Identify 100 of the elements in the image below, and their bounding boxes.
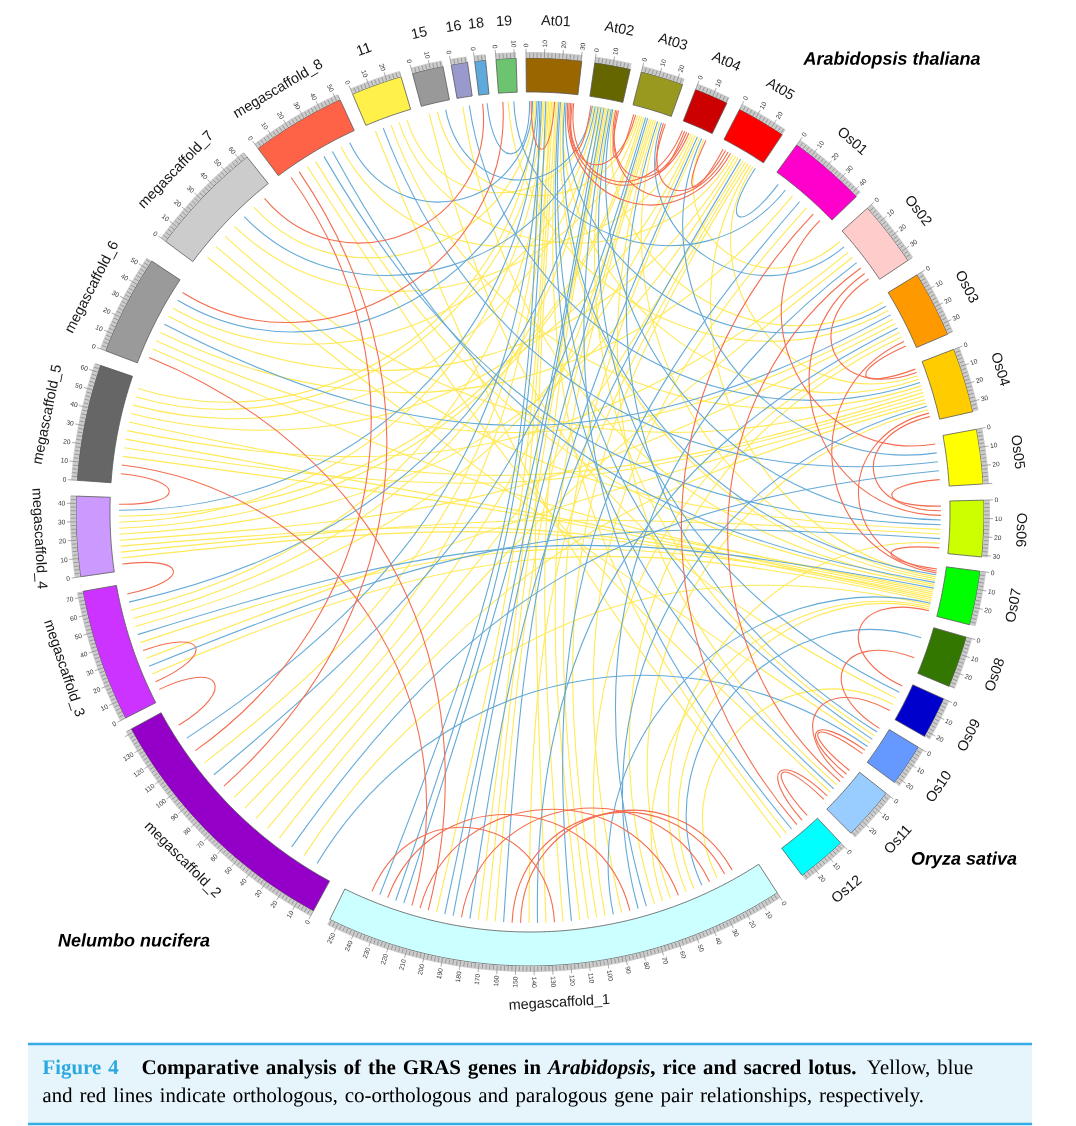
link-line — [486, 107, 607, 922]
link-line — [223, 171, 388, 787]
link-line — [316, 675, 869, 865]
link-line — [121, 561, 174, 595]
link-line — [809, 272, 942, 516]
link-line — [177, 100, 538, 333]
link-line — [428, 113, 897, 699]
link-line — [569, 102, 637, 166]
link-line — [151, 555, 932, 675]
link-line — [142, 641, 197, 683]
link-line — [865, 345, 916, 380]
link-line — [323, 155, 942, 526]
link-line — [119, 157, 739, 535]
link-line — [654, 122, 845, 277]
link-line — [452, 117, 649, 917]
link-line — [374, 130, 782, 839]
link-line — [145, 398, 926, 659]
link-line — [152, 348, 934, 593]
link-line — [701, 688, 894, 879]
link-line — [349, 100, 534, 203]
link-line — [278, 402, 927, 839]
link-line — [682, 138, 938, 456]
link-line — [890, 546, 940, 570]
link-line — [224, 235, 923, 434]
link-line — [172, 105, 598, 345]
link-line — [858, 412, 938, 572]
species-label: Oryza sativa — [911, 851, 1017, 869]
link-line — [730, 166, 919, 384]
link-line — [206, 256, 871, 744]
link-line — [398, 121, 734, 244]
link-line — [159, 195, 794, 393]
link-line — [528, 161, 747, 924]
link-line — [537, 327, 899, 924]
link-line — [194, 176, 372, 752]
link-line — [182, 101, 504, 323]
link-line — [130, 134, 694, 431]
link-line — [303, 585, 931, 856]
link-line — [655, 123, 686, 173]
link-line — [267, 256, 854, 829]
link-line — [460, 807, 711, 918]
link-line — [554, 101, 835, 790]
link-line — [567, 102, 732, 206]
link-line — [263, 103, 484, 244]
link-line — [371, 826, 556, 923]
link-line — [605, 108, 942, 521]
link-line — [667, 542, 941, 893]
link-line — [436, 111, 639, 197]
link-line — [562, 101, 920, 394]
link-line — [873, 416, 942, 512]
link-line — [132, 106, 601, 420]
link-line — [609, 109, 884, 326]
link-line — [119, 323, 896, 541]
link-line — [736, 167, 779, 218]
link-line — [612, 110, 635, 159]
link-line — [612, 109, 729, 198]
link-line — [148, 529, 941, 667]
link-line — [840, 649, 915, 729]
link-line — [607, 596, 932, 915]
link-line — [507, 101, 889, 342]
link-line — [554, 119, 655, 921]
link-line — [614, 262, 858, 907]
link-line — [444, 107, 605, 915]
link-line — [253, 100, 535, 259]
link-line — [121, 464, 428, 907]
link-line — [406, 105, 595, 194]
link-line — [562, 137, 701, 920]
link-line — [403, 106, 602, 904]
link-line — [562, 201, 801, 922]
link-line — [468, 104, 921, 401]
link-line — [419, 808, 679, 909]
link-line — [617, 120, 838, 786]
species-label: Nelumbo nucifera — [58, 933, 210, 947]
link-line — [592, 207, 807, 914]
link-line — [435, 100, 551, 913]
link-line — [382, 127, 939, 468]
link-line — [812, 696, 891, 779]
link-line — [486, 100, 531, 155]
link-line — [530, 100, 556, 150]
link-line — [572, 163, 749, 919]
link-line — [513, 100, 786, 246]
link-line — [134, 135, 696, 628]
link-line — [243, 105, 596, 276]
link-line — [831, 340, 937, 574]
link-line — [691, 140, 724, 188]
link-line — [215, 246, 942, 530]
link-line — [148, 357, 446, 911]
link-line — [534, 101, 557, 924]
link-line — [233, 115, 641, 292]
link-line — [685, 629, 922, 886]
link-line — [126, 251, 849, 457]
link-line — [544, 107, 608, 923]
link-line — [710, 164, 937, 578]
link-line — [583, 108, 793, 830]
link-line — [891, 479, 942, 507]
link-line — [565, 102, 887, 334]
link-line — [681, 213, 814, 826]
link-line — [857, 606, 930, 687]
link-line — [118, 473, 170, 505]
link-line — [830, 278, 918, 380]
link-line — [469, 158, 742, 920]
